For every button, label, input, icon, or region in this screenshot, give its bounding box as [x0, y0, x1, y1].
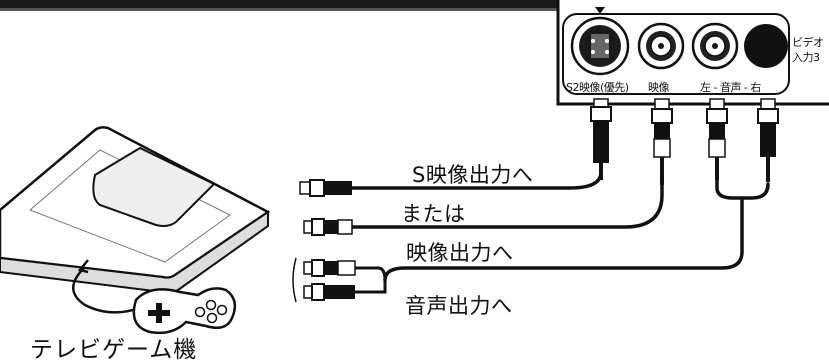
video-input-label-line1: ビデオ [792, 36, 824, 49]
audio-cable-left-branch [353, 266, 387, 282]
priority-arrow-icon [595, 7, 605, 14]
s-video-priority-label: S2映像(優先) [566, 81, 629, 94]
audio-right-plug [757, 98, 779, 182]
tv-terminal-panel [556, 0, 829, 106]
d-pad-icon [148, 303, 170, 323]
or-label: または [401, 202, 466, 226]
video-plug [651, 98, 673, 185]
video-end-plug [303, 218, 353, 236]
audio-left-plug [706, 98, 728, 180]
game-controller [132, 287, 237, 335]
s-video-cable [350, 171, 603, 190]
video-jack-label: 映像 [648, 81, 670, 94]
s-video-jack [570, 16, 630, 76]
audio-output-label: 音声出力へ [405, 294, 513, 318]
game-console [0, 126, 271, 314]
video-output-label: 映像出力へ [406, 241, 514, 265]
game-console-label: テレビゲーム機 [30, 337, 198, 362]
video-cable [350, 178, 664, 229]
controller-cord [72, 267, 141, 314]
audio-jack-label: 左 - 音声 - 右 [700, 81, 761, 94]
audio-left-jack [691, 22, 739, 70]
cables [350, 171, 770, 294]
s-video-output-label: S映像出力へ [412, 163, 534, 187]
audio-right-jack [744, 24, 788, 68]
audio-end-plug-white [303, 259, 356, 277]
scan-edge-band [0, 0, 560, 11]
audio-plug-bracket [292, 257, 297, 303]
audio-cable [383, 196, 744, 282]
s-video-plug [590, 98, 612, 180]
audio-cable-right-branch [353, 278, 387, 294]
audio-end-plug-red [303, 283, 355, 301]
s-video-end-plug [299, 179, 352, 197]
video-input-label-line2: 入力3 [792, 51, 820, 64]
audio-cable-y-join [715, 173, 770, 200]
video-jack [637, 22, 685, 70]
